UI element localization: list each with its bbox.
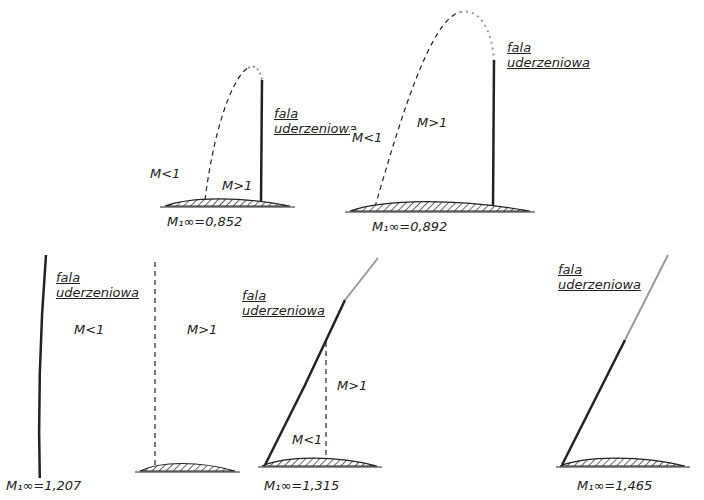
region-label: M<1 <box>72 322 106 337</box>
baseline <box>258 467 382 468</box>
airfoil <box>262 458 377 466</box>
shock-label: fala uderzeniowa <box>556 262 644 292</box>
shock-label: fala uderzeniowa <box>240 288 328 318</box>
sonic-line <box>375 12 460 207</box>
region-label: M>1 <box>335 378 369 393</box>
baseline <box>345 212 535 213</box>
baseline <box>135 472 240 473</box>
mach-number: M₁∞=0,852 <box>165 214 244 229</box>
sonic-line <box>325 342 326 460</box>
baseline <box>160 207 295 208</box>
mach-number: M₁∞=0,892 <box>370 219 449 234</box>
sonic-line <box>154 262 155 468</box>
region-label: M<1 <box>350 130 384 145</box>
airfoil <box>560 458 685 466</box>
shock-wave <box>345 258 378 300</box>
region-label: M>1 <box>185 322 219 337</box>
mach-number: M₁∞=1,315 <box>262 478 341 493</box>
airfoil <box>350 202 530 211</box>
shock-label: fala uderzeniowa <box>54 270 142 300</box>
shock-wave <box>493 60 494 208</box>
airfoil <box>165 199 290 206</box>
sonic-line <box>460 12 494 60</box>
shock-wave <box>265 300 345 465</box>
mach-number: M₁∞=1,465 <box>575 478 654 493</box>
airfoil <box>140 464 235 472</box>
region-label: M>1 <box>415 115 449 130</box>
sonic-line <box>248 67 262 81</box>
mach-number: M₁∞=1,207 <box>4 478 83 493</box>
shock-label: fala uderzeniowa <box>505 40 593 70</box>
shock-wave <box>261 80 262 203</box>
region-label: M<1 <box>148 166 182 181</box>
region-label: M<1 <box>290 432 324 447</box>
shock-wave <box>562 340 625 465</box>
shock-label: fala uderzeniowa <box>272 106 360 136</box>
shock-wave <box>39 255 46 492</box>
baseline <box>556 467 690 468</box>
region-label: M>1 <box>220 178 254 193</box>
